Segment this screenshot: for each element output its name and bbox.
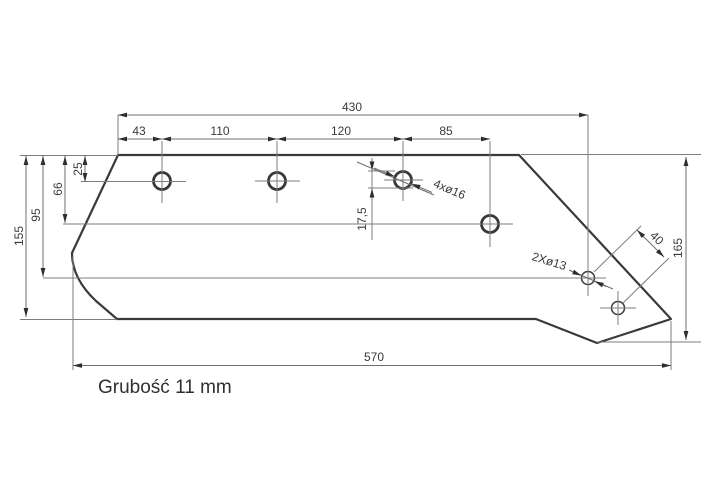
dim-40-label: 40 [647, 228, 667, 248]
leader-o16-arrow-left [373, 167, 395, 177]
dim-40-line [636, 229, 665, 258]
dim-155-label: 155 [12, 226, 26, 246]
dim-17-5-label: 17,5 [355, 207, 369, 231]
dim-43-label: 43 [132, 124, 146, 138]
leader-o13-arrow-right [594, 280, 607, 288]
dim-110-label: 110 [210, 124, 229, 138]
dim-25-label: 25 [71, 162, 85, 176]
thickness-note: Grubość 11 mm [98, 377, 232, 398]
dim-120-label: 120 [331, 124, 351, 138]
extension-lines [20, 115, 701, 370]
part-outline [70, 153, 673, 345]
dim-66-label: 66 [51, 182, 65, 196]
dim-85-label: 85 [439, 124, 453, 138]
dimension-lines [23, 112, 689, 368]
dim-570-label: 570 [364, 350, 384, 364]
leader-o16-line [356, 161, 435, 196]
dim-430-label: 430 [342, 100, 362, 114]
dim-95-label: 95 [29, 208, 43, 222]
dim-165-label: 165 [671, 238, 685, 258]
leader-o13-arrow-left [569, 269, 582, 277]
leader-o16-arrow-right [411, 183, 433, 193]
